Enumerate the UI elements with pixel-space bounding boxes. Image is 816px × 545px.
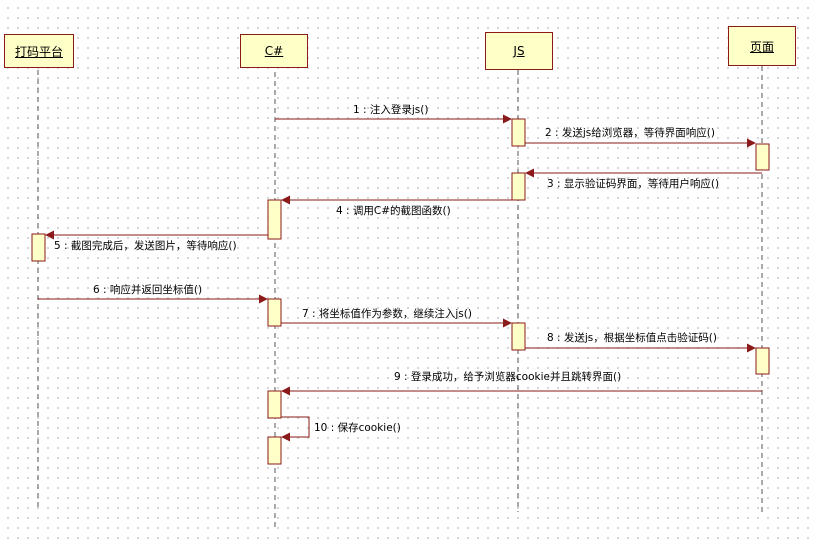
activation-bar [511,118,526,147]
message-label-7: 7 : 将坐标值作为参数，继续注入js() [302,308,472,320]
message-label-2: 2 : 发送js给浏览器，等待界面响应() [545,127,715,139]
lifeline-js: JS [485,32,553,70]
message-label-8: 8 : 发送js，根据坐标值点击验证码() [547,332,717,344]
message-label-6: 6 : 响应并返回坐标值() [93,284,203,296]
lifeline-csharp: C# [240,34,308,68]
message-label-1: 1 : 注入登录js() [353,104,429,116]
message-label-5: 5 : 截图完成后，发送图片，等待响应() [54,240,237,252]
message-label-9: 9 : 登录成功，给予浏览器cookie并且跳转界面() [394,371,622,383]
activation-bar [31,233,46,262]
activation-bar [267,199,282,240]
message-label-10: 10 : 保存cookie() [314,422,401,434]
activation-bar [267,298,282,327]
lifeline-label-platform: 打码平台 [14,44,63,59]
activation-bar [267,390,282,419]
activation-bar [511,322,526,351]
lifeline-page: 页面 [728,26,796,66]
lifeline-platform: 打码平台 [4,34,74,68]
activation-bar [755,347,770,375]
message-arrow-10 [281,416,310,442]
lifeline-label-csharp: C# [264,44,284,58]
message-label-4: 4 : 调用C#的截图函数() [336,205,451,217]
activation-bar [267,436,282,465]
message-label-3: 3 : 显示验证码界面，等待用户响应() [547,178,720,190]
activation-bar [511,172,526,201]
lifeline-label-page: 页面 [749,39,774,54]
lifeline-label-js: JS [513,44,525,58]
activation-bar [755,143,770,171]
